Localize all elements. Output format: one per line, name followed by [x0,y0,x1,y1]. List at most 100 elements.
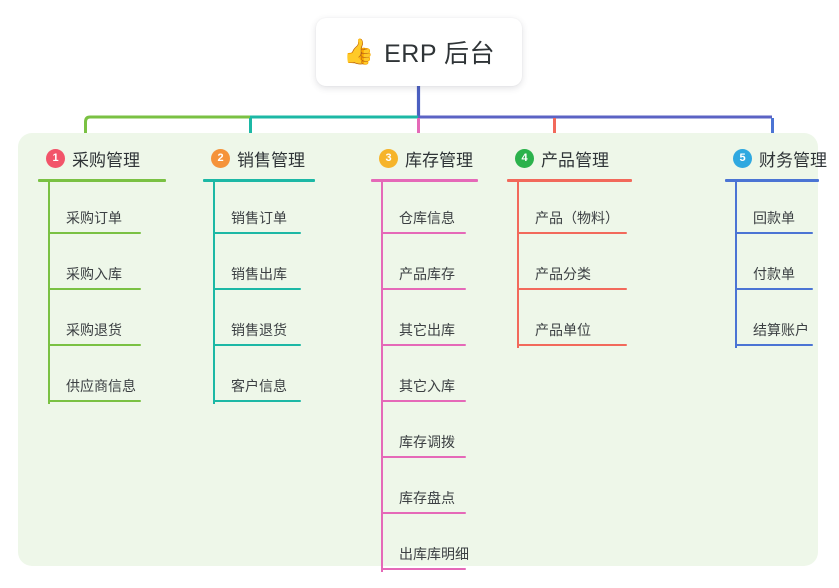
column-spine-1 [48,182,50,404]
list-item-label: 销售出库 [231,266,287,282]
list-item-rule [213,344,301,346]
list-item-label: 客户信息 [231,378,287,394]
list-item[interactable]: 采购入库 [38,238,188,294]
list-item-label: 回款单 [753,210,795,226]
list-item-label: 其它入库 [399,378,455,394]
list-item-label: 出库库明细 [399,546,469,562]
list-item[interactable]: 销售出库 [203,238,348,294]
list-item[interactable]: 供应商信息 [38,350,188,406]
column-2: 2 销售管理销售订单销售出库销售退货客户信息 [203,145,348,406]
list-item[interactable]: 库存调拨 [371,406,513,462]
list-item[interactable]: 其它入库 [371,350,513,406]
list-item[interactable]: 产品单位 [507,294,662,350]
list-item-rule [735,344,813,346]
list-item-rule [381,456,466,458]
column-rule-3 [371,179,478,182]
column-spine-2 [213,182,215,404]
mindmap-panel: 1 采购管理采购订单采购入库采购退货供应商信息 2 销售管理销售订单销售出库销售退货客… [18,133,827,572]
column-items-3: 仓库信息产品库存其它出库其它入库库存调拨库存盘点出库库明细 [371,182,513,574]
list-item[interactable]: 结算账户 [725,294,839,350]
list-item-label: 采购入库 [66,266,122,282]
list-item-rule [517,232,627,234]
list-item[interactable]: 产品（物料） [507,182,662,238]
column-badge-2: 2 [211,148,230,168]
list-item[interactable]: 出库库明细 [371,518,513,574]
list-item[interactable]: 回款单 [725,182,839,238]
list-item[interactable]: 产品库存 [371,238,513,294]
list-item-label: 付款单 [753,266,795,282]
list-item-label: 产品库存 [399,266,455,282]
column-title-3: 库存管理 [405,150,473,170]
column-title-2: 销售管理 [237,150,305,170]
root-node-card[interactable]: 👍 ERP 后台 [316,18,522,86]
column-header-3[interactable]: 3 库存管理 [371,145,513,171]
list-item-rule [381,344,466,346]
list-item[interactable]: 产品分类 [507,238,662,294]
column-badge-1: 1 [46,148,65,168]
column-rule-2 [203,179,315,182]
column-5: 5 财务管理回款单付款单结算账户 [725,145,839,350]
list-item-rule [48,400,141,402]
thumbs-up-icon: 👍 [342,37,375,66]
column-4: 4 产品管理产品（物料） 产品分类产品单位 [507,145,662,350]
list-item-label: 其它出库 [399,322,455,338]
column-items-4: 产品（物料） 产品分类产品单位 [507,182,662,350]
list-item[interactable]: 销售订单 [203,182,348,238]
list-item-label: 采购订单 [66,210,122,226]
list-item-rule [213,400,301,402]
list-item-rule [213,232,301,234]
column-badge-5: 5 [733,148,752,168]
column-items-2: 销售订单销售出库销售退货客户信息 [203,182,348,406]
list-item[interactable]: 销售退货 [203,294,348,350]
column-items-5: 回款单付款单结算账户 [725,182,839,350]
list-item-rule [48,344,141,346]
column-1: 1 采购管理采购订单采购入库采购退货供应商信息 [38,145,188,406]
column-header-1[interactable]: 1 采购管理 [38,145,188,171]
list-item-label: 库存盘点 [399,490,455,506]
column-spine-3 [381,182,383,572]
column-rule-1 [38,179,166,182]
column-badge-3: 3 [379,148,398,168]
list-item-label: 供应商信息 [66,378,136,394]
list-item[interactable]: 采购退货 [38,294,188,350]
list-item-rule [735,288,813,290]
list-item-label: 产品单位 [535,322,591,338]
list-item[interactable]: 采购订单 [38,182,188,238]
list-item-label: 销售退货 [231,322,287,338]
list-item-rule [735,232,813,234]
column-rule-5 [725,179,819,182]
list-item-rule [381,512,466,514]
column-badge-4: 4 [515,148,534,168]
list-item[interactable]: 库存盘点 [371,462,513,518]
list-item-rule [517,344,627,346]
column-title-4: 产品管理 [541,150,609,170]
list-item-rule [381,568,466,570]
column-items-1: 采购订单采购入库采购退货供应商信息 [38,182,188,406]
list-item-label: 销售订单 [231,210,287,226]
column-title-5: 财务管理 [759,150,827,170]
root-title: ERP 后台 [384,40,496,68]
list-item-label: 产品（物料） [535,210,619,226]
list-item-rule [213,288,301,290]
list-item[interactable]: 客户信息 [203,350,348,406]
list-item[interactable]: 其它出库 [371,294,513,350]
list-item-rule [48,232,141,234]
list-item-rule [48,288,141,290]
column-header-2[interactable]: 2 销售管理 [203,145,348,171]
list-item[interactable]: 付款单 [725,238,839,294]
list-item-rule [381,288,466,290]
list-item-label: 仓库信息 [399,210,455,226]
list-item-label: 产品分类 [535,266,591,282]
list-item-label: 结算账户 [753,322,809,338]
column-title-1: 采购管理 [72,150,140,170]
list-item[interactable]: 仓库信息 [371,182,513,238]
column-spine-4 [517,182,519,348]
list-item-rule [381,232,466,234]
list-item-label: 库存调拨 [399,434,455,450]
list-item-rule [517,288,627,290]
column-header-5[interactable]: 5 财务管理 [725,145,839,171]
column-header-4[interactable]: 4 产品管理 [507,145,662,171]
column-3: 3 库存管理仓库信息产品库存其它出库其它入库库存调拨库存盘点出库库明细 [371,145,513,574]
list-item-label: 采购退货 [66,322,122,338]
column-rule-4 [507,179,632,182]
